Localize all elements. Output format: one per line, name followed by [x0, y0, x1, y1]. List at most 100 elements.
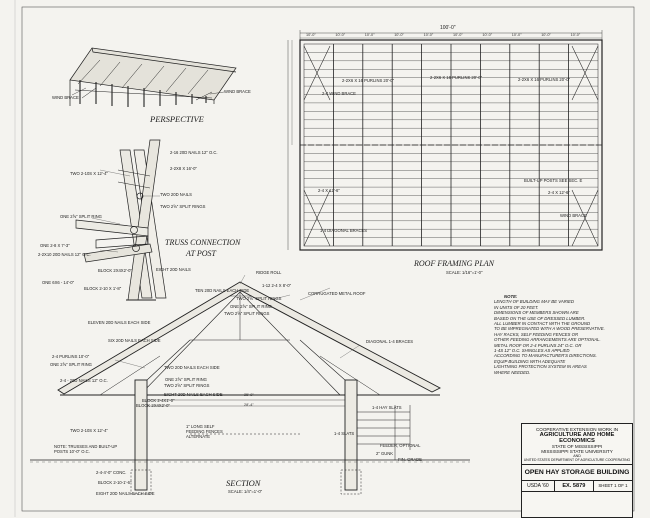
section-label: BLOCK 2-4x1'-0" [142, 398, 175, 403]
title-block-line: AND [573, 454, 581, 458]
note-line: HAY RACKS, SELF FEEDING FENCES OR [494, 331, 579, 337]
roof-plan-label: 2-4 x 12'-6" [548, 190, 570, 195]
truss-label: 2-2x10 20d NAILS 12" O.C. [38, 252, 91, 257]
wind-brace-label-left: WIND BRACE [52, 95, 79, 100]
section-label: TEN 20d NAILS EACH SIDE [195, 288, 250, 293]
roof-plan-label: 1-4 DIAGONAL BRACES [320, 228, 368, 233]
section-label: ONE 2⅝" SPLIT RING [165, 377, 207, 382]
truss-connection-title-1: TRUSS CONNECTION [165, 238, 241, 247]
truss-label: 2-2x8 x 16'-0" [170, 166, 197, 171]
section-label: SIX 20d NAILS EACH SIDE [108, 338, 161, 343]
notes-heading: NOTE: [504, 294, 518, 299]
truss-label: TWO 2-10s x 12'-4" [70, 171, 108, 176]
section-label: 2-4-4'-0" CONC. [96, 470, 127, 475]
roof-plan-label: BUILT-UP POSTS SEE SEC. E [524, 178, 583, 183]
title-block-line: STATE OF MISSISSIPPI [551, 444, 603, 449]
section-label: DIAGONAL 1-4 BRACES [366, 339, 414, 344]
section-label: EIGHT 20d NAILS EACH SIDE [164, 392, 223, 397]
section-dimension: 28'-4" [244, 403, 254, 407]
truss-label: ONE 6x6 - 14'-0" [42, 280, 75, 285]
section-label: NOTE: TRUSSES AND BUILT-UP POSTS 10'-0" … [54, 444, 118, 454]
title-block-line: UNITED STATES DEPARTMENT OF AGRICULTURE … [522, 458, 632, 465]
truss-label: BLOCK 2-10 x 1'-8" [84, 286, 122, 291]
leader-lines [91, 169, 361, 369]
bay-dimension: 10'-0" [364, 33, 375, 37]
drawing-title: OPEN HAY STORAGE BUILDING [522, 465, 632, 481]
truss-label: ONE 2-8 x 7'-3" [40, 243, 70, 248]
roof-plan-label: WIND BRACE [560, 213, 587, 218]
roof-framing-plan [287, 30, 603, 251]
section-scale: SCALE: 1/4"=1'-0" [228, 489, 263, 494]
truss-label: TWO 20d NAILS [160, 192, 192, 197]
section-label: BLOCK 2-10-1'-6" [98, 480, 132, 485]
section-dimension: 25'-8" [244, 393, 254, 397]
truss-label: EIGHT 20d NAILS [156, 267, 191, 272]
note-line: ACCORDING TO MANUFACTURER'S DIRECTIONS. [494, 353, 597, 359]
section-label: TWO 2⅝" SPLIT RINGS [224, 311, 270, 316]
note-line: EQUIP BUILDING WITH ADEQUATE [494, 358, 566, 364]
note-line: 1-4s 12" O.C. SHINGLES AS APPLIED [494, 348, 570, 354]
title-block: COOPERATIVE EXTENSION WORK IN AGRICULTUR… [521, 423, 633, 518]
section-label: BLOCK 2x4x2'-0" [136, 403, 170, 408]
roof-plan-label: 2-4 x 12'-6" [318, 188, 340, 193]
note-line: METAL ROOF OR 2-4 PURLINS 24" O.C. OR [494, 342, 582, 348]
roof-overall-dimension: 100'-0" [440, 25, 456, 31]
section-label: EIGHT 20d NAILS EACH SIDE [96, 491, 155, 496]
truss-label: ONE 2⅝" SPLIT RING [60, 214, 102, 219]
section-label: TWO 2⅝" SPLIT RINGS [236, 296, 282, 301]
roof-plan-label: 2-2x6 x 16 PURLINS 20'-0" [430, 75, 483, 80]
bay-dimension: 10'-0" [306, 33, 316, 37]
section-label: FIN. GRADE [398, 457, 422, 462]
section-label: ONE 2⅝" SPLIT RING [50, 362, 92, 367]
note-line: BASED ON THE USE OF DRESSED LUMBER. [494, 315, 586, 321]
roof-plan-label: 2-2x6 x 16 PURLINS 20'-0" [518, 77, 571, 82]
note-line: OTHER FEEDING ARRANGEMENTS ARE OPTIONAL. [494, 337, 601, 343]
perspective-title: PERSPECTIVE [150, 114, 204, 124]
title-block-line: MISSISSIPPI STATE UNIVERSITY [541, 449, 613, 454]
sheet-number: SHEET 1 OF 1 [598, 483, 628, 488]
bay-dimension: 10'-0" [570, 33, 581, 37]
section-label: 2-4 - 20d NAILS 12" O.C. [60, 378, 108, 383]
truss-label: TWO 2⅝" SPLIT RINGS [160, 204, 206, 209]
section-label: TWO 20d NAILS EACH SIDE [164, 365, 220, 370]
truss-connection-detail [75, 139, 167, 301]
truss-label: 2-16 20d NAILS 12" O.C. [170, 150, 218, 155]
bay-dimension: 10'-0" [453, 33, 463, 37]
sheet-border [21, 6, 635, 512]
title-block-line: COOPERATIVE EXTENSION WORK IN [535, 427, 619, 432]
section-title: SECTION [226, 478, 261, 488]
section-label: RIDGE ROLL [256, 270, 282, 275]
section-label: TWO 2⅝" SPLIT RINGS [164, 383, 210, 388]
section-label: CORRUGATED METAL ROOF [308, 291, 366, 296]
section-label: 2" GUNK [376, 451, 394, 456]
note-line: DIMENSIONS OF MEMBERS SHOWN ARE [494, 310, 579, 316]
note-line: WHERE NEEDED. [494, 369, 531, 375]
section-label: 1-4 SLATS [334, 431, 355, 436]
bay-dimension: 10'-0" [335, 33, 346, 37]
note-line: ALL LUMBER IN CONTACT WITH THE GROUND [494, 321, 591, 327]
bay-dimension: 10'-0" [394, 33, 404, 37]
note-line: LENGTH OF BUILDING MAY BE VARIED [494, 299, 574, 305]
roof-plan-label: 2-4 WIND BRACE [322, 91, 356, 96]
section-label: 1-12 2-4 x 8'-0" [262, 283, 292, 288]
note-line: TO BE IMPREGNATED WITH A WOOD PRESERVATI… [494, 326, 605, 332]
title-block-org: USDA '60 [522, 481, 555, 491]
bay-dimension: 10'-0" [482, 33, 493, 37]
title-block-line: AGRICULTURE AND HOME ECONOMICS [539, 432, 615, 444]
section-label: FEEDER, OPTIONAL [380, 443, 421, 448]
roof-plan-label: 2-2x6 x 16 PURLINS 20'-0" [342, 78, 395, 83]
wind-brace-label-right: WIND BRACE [224, 89, 251, 94]
section-label: TWO 2-10s x 12'-4" [70, 428, 108, 433]
section-label: ONE 2⅝" SPLIT RING [230, 304, 272, 309]
section-label: 2-4 PURLINS 10'-0" [52, 354, 90, 359]
section-label: ELEVEN 20d NAILS EACH SIDE [88, 320, 151, 325]
truss-label: BLOCK 2x4x2'-0" [98, 268, 132, 273]
perspective-drawing [69, 47, 237, 107]
section-drawing [30, 281, 470, 495]
plan-number: EX. 5879 [555, 481, 594, 491]
roof-plan-scale: SCALE: 1/16"=1'-0" [446, 270, 483, 275]
roof-plan-title: ROOF FRAMING PLAN [414, 259, 494, 268]
bay-dimension: 10'-0" [511, 33, 522, 37]
